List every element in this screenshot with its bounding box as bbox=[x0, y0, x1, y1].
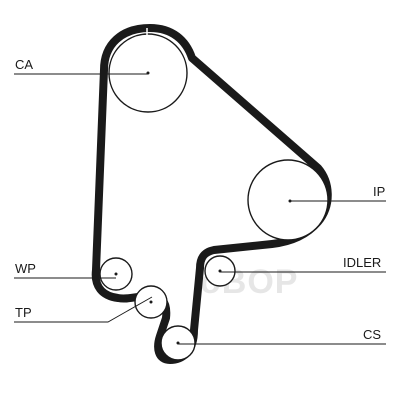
injection-pump-pulley bbox=[247, 159, 329, 241]
tensioner-hub-icon bbox=[149, 300, 153, 304]
label-wp: WP bbox=[15, 261, 36, 276]
idler-pulley bbox=[204, 255, 236, 287]
water-pump-pulley bbox=[99, 257, 133, 291]
label-tp: TP bbox=[15, 305, 32, 320]
label-ca: CA bbox=[15, 57, 33, 72]
water-pump-hub-icon bbox=[114, 272, 118, 276]
label-idler: IDLER bbox=[343, 255, 381, 270]
crankshaft-pulley bbox=[160, 325, 196, 361]
tensioner-pulley bbox=[134, 285, 168, 319]
injection-pump-hub-icon bbox=[288, 199, 292, 203]
label-cs: CS bbox=[363, 327, 381, 342]
camshaft-pulley bbox=[108, 28, 188, 113]
tp-leader-line bbox=[14, 296, 153, 323]
label-ip: IP bbox=[373, 184, 385, 199]
